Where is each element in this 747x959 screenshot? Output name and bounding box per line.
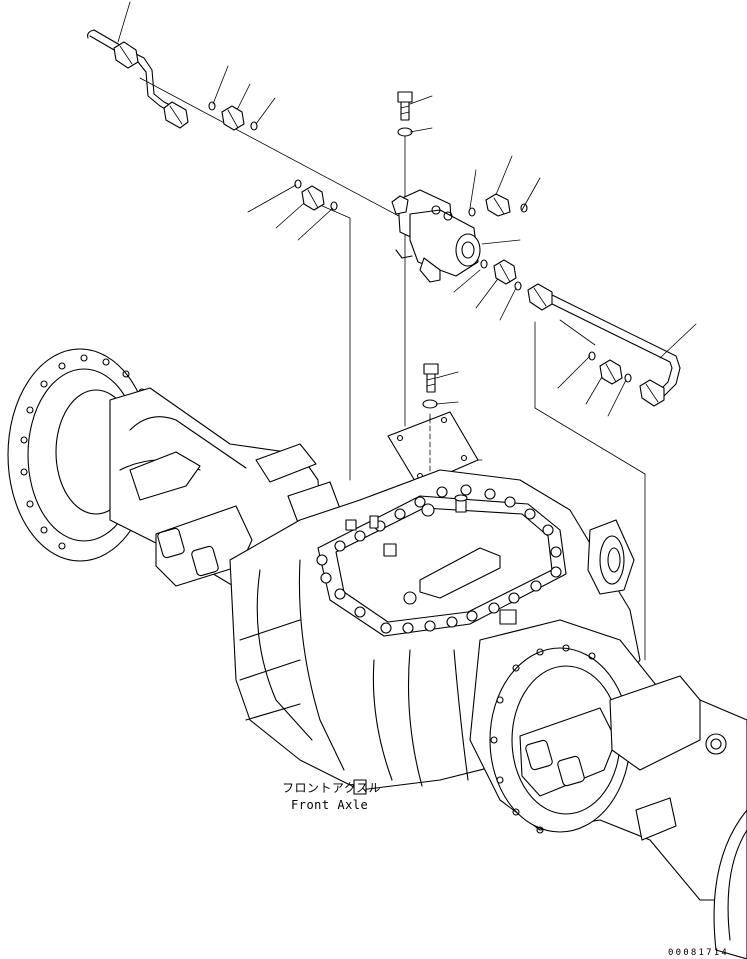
o-ring-9: [588, 351, 596, 361]
mounting-bolt-lower: [423, 363, 439, 393]
figure-code: 00081714: [668, 948, 729, 958]
cover-bolts: [316, 484, 562, 634]
part-name-japanese: フロントアクスル: [282, 781, 381, 795]
washer-lower: [422, 399, 438, 409]
o-ring-6: [520, 203, 528, 213]
left-flange-bolt-holes: [20, 354, 146, 550]
o-ring-5: [468, 207, 476, 217]
brake-pipe-left: [87, 29, 181, 117]
front-axle: [7, 348, 747, 959]
pipe-nut-lower: [163, 101, 189, 129]
union-fitting-1: [221, 105, 245, 131]
cover-studs: [345, 494, 517, 625]
mounting-bolt-upper: [397, 91, 413, 121]
o-ring-3: [294, 179, 302, 189]
pipe-nut-right-upper: [527, 283, 553, 311]
o-ring-2: [250, 121, 258, 131]
part-name-english: Front Axle: [291, 798, 368, 812]
o-ring-1: [208, 101, 216, 111]
o-ring-10: [624, 373, 632, 383]
union-fitting-3: [485, 193, 511, 217]
pipe-nut-right-lower: [639, 379, 665, 407]
pipe-nut-upper: [113, 41, 139, 69]
union-fitting-5: [599, 359, 623, 385]
union-fitting-2: [301, 185, 325, 211]
valve-body: [391, 189, 481, 283]
mounting-bracket: [387, 411, 479, 487]
washer-upper: [397, 127, 413, 137]
brake-pipe-right: [543, 291, 681, 397]
o-ring-8: [514, 281, 522, 291]
o-ring-7: [480, 259, 488, 269]
right-flange-bolt-holes: [490, 644, 596, 834]
union-fitting-4: [493, 259, 517, 285]
o-ring-4: [330, 201, 338, 211]
